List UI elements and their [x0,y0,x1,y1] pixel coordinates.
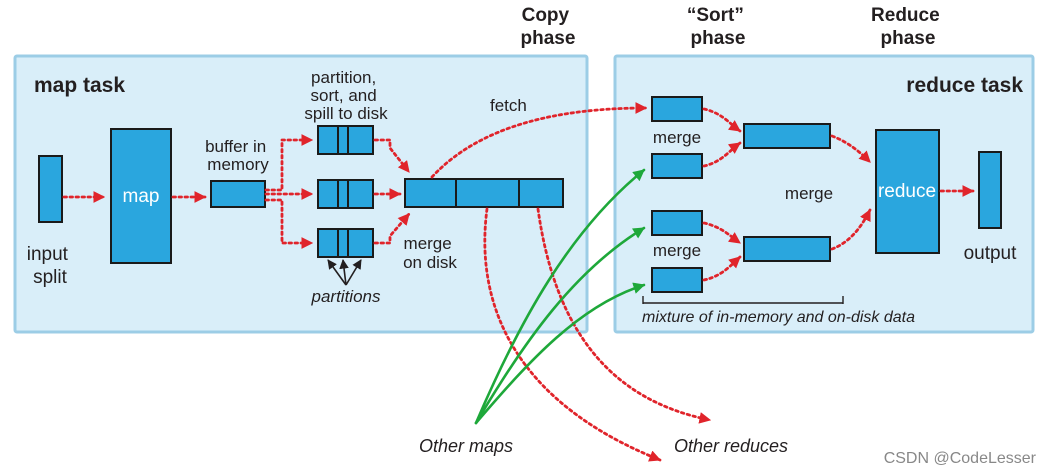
copied-segment-3 [651,210,703,236]
copied-segment-2 [651,153,703,179]
copy-phase-line1: Copy [522,5,570,26]
sort-phase-line1: “Sort” [687,5,744,26]
input-split-box [38,155,63,223]
buffer-label-line1: buffer in [205,137,266,156]
spill-file-bottom [317,228,374,258]
other-reduces-label: Other reduces [674,436,788,456]
spill-file-middle [317,179,374,209]
other-maps-label: Other maps [419,436,513,456]
svg-text:“Sort” phase: “Sort” phase [687,5,749,49]
mixture-bracket [642,296,844,304]
map-box [110,128,172,264]
reduce-phase-line2: phase [881,28,936,49]
svg-text:Copy phase: Copy phase [521,5,576,49]
map-task-title: map task [34,74,125,97]
reduce-task-title: reduce task [906,74,1023,97]
copied-segment-1 [651,96,703,122]
partition-label-line2: sort, and [311,86,377,105]
other-maps-arrows [474,168,646,425]
input-split-line1: input [27,244,69,265]
merged-segment-top [743,123,831,149]
reduce-box [875,129,940,254]
fetch-label: fetch [490,96,527,115]
partition-label-line3: spill to disk [304,104,388,123]
merge-label-bottom: merge [653,241,701,260]
output-box [978,151,1002,229]
data-flow-arrows [62,102,975,462]
svg-text:merge on disk: merge on disk [403,234,457,272]
partition-label-line1: partition, [311,68,376,87]
merge-on-disk-line2: on disk [403,253,457,272]
svg-text:input split: input split [27,244,73,288]
partitions-label: partitions [311,287,381,306]
merge-label-top: merge [653,128,701,147]
merge-label-middle: merge [785,184,833,203]
reduce-box-label: reduce [878,181,936,202]
reduce-phase-line1: Reduce [871,5,940,26]
merge-on-disk-line1: merge [404,234,452,253]
copy-phase-line2: phase [521,28,576,49]
partition-pointer-arrows [327,259,362,286]
svg-text:Reduce phase: Reduce phase [871,5,945,49]
sort-phase-line2: phase [691,28,746,49]
watermark: CSDN @CodeLesser [884,450,1037,467]
copied-segment-4 [651,267,703,293]
input-split-line2: split [33,267,68,288]
mixture-label: mixture of in-memory and on-disk data [642,309,915,326]
map-box-label: map [123,186,160,207]
reduce-task-panel [613,54,1035,334]
spill-file-top [317,125,374,155]
svg-text:partition, sort, and s: partition, sort, and spill to disk [304,68,388,123]
svg-text:buffer in memory: buffer in memory [205,137,271,174]
buffer-label-line2: memory [207,155,269,174]
merged-map-output [404,178,564,208]
output-label: output [964,243,1018,264]
merged-segment-bottom [743,236,831,262]
memory-buffer-box [210,180,266,208]
